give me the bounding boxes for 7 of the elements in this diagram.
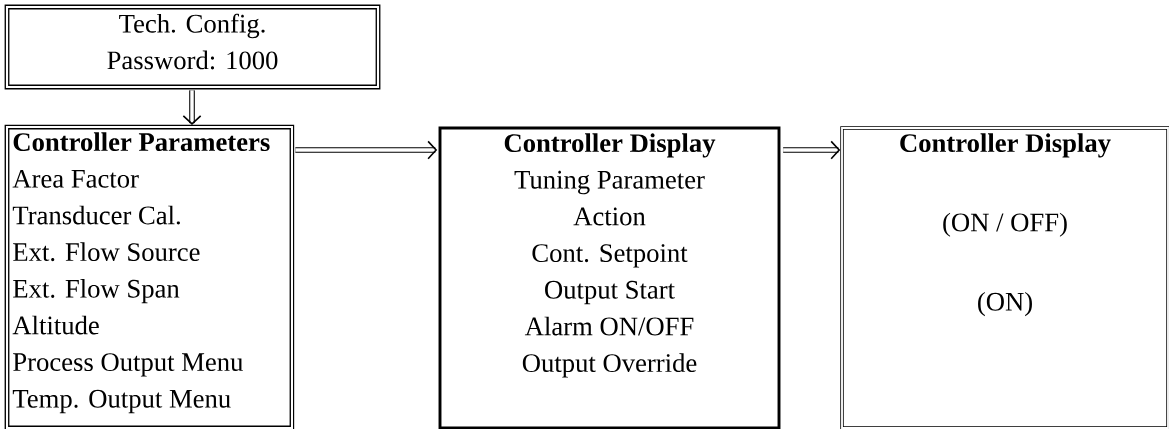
menu-box: Controller Display Tuning Parameter Action Cont. Setpoint Output Start Alarm ON/OFF Output Override [438, 126, 781, 429]
menu-box: Tech. Config. Password: 1000 [4, 4, 381, 90]
menu-box: Controller Parameters Area Factor Transducer Cal. Ext. Flow Source Ext. Flow Span Altitude Process Output Menu Temp. Output Menu [4, 124, 295, 429]
menu-box: Controller Display (ON / OFF) (ON) [840, 126, 1169, 429]
arrow [182, 90, 202, 125]
arrow [783, 140, 841, 160]
arrow [295, 140, 438, 160]
